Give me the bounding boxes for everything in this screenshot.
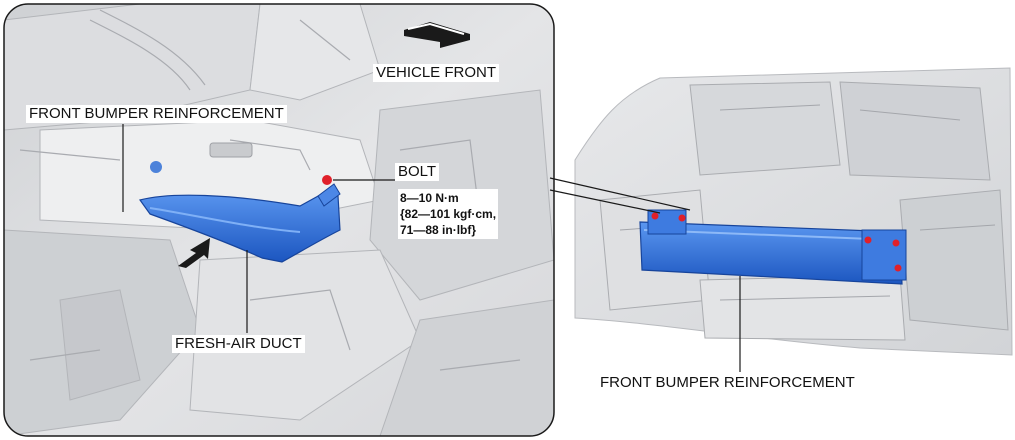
vehicle-front-label: VEHICLE FRONT [373,64,500,82]
torque-inlbf: 71—88 in·lbf} [400,223,477,237]
removal-direction-arrow-icon [178,238,210,268]
torque-kgfcm: {82—101 kgf·cm, [400,207,497,221]
bolt-marker [322,175,332,185]
leader-lines [122,124,395,333]
detail-frame [3,3,555,437]
front-bumper-reinforcement-label-right: FRONT BUMPER REINFORCEMENT [597,374,858,392]
bolt-torque-spec: 8—10 N·m {82—101 kgf·cm, 71—88 in·lbf} [398,189,499,239]
torque-nm: 8—10 N·m [400,191,459,205]
vehicle-front-arrow-icon [404,22,470,48]
bolt-label: BOLT [395,163,440,181]
front-bumper-reinforcement-label-left: FRONT BUMPER REINFORCEMENT [26,105,287,123]
bumper-reinforcement-part [639,209,907,285]
callout-lines [549,177,741,372]
bumper-bolt-markers [651,212,902,272]
right-overview [549,67,1013,372]
fresh-air-duct-part [139,183,341,263]
fresh-air-duct-label: FRESH-AIR DUCT [172,335,305,353]
